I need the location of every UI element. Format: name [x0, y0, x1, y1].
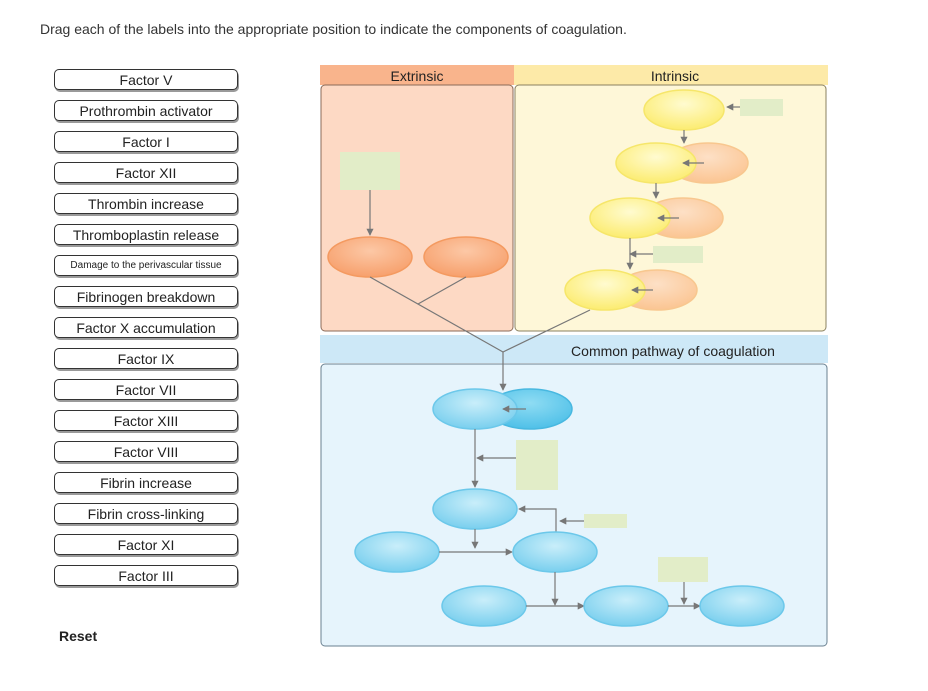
label-factor-xi[interactable]: Factor XI	[54, 534, 238, 555]
common-node	[441, 585, 527, 627]
common-node	[583, 585, 669, 627]
label-fibrin-cross-linking[interactable]: Fibrin cross-linking	[54, 503, 238, 524]
label-factor-ix[interactable]: Factor IX	[54, 348, 238, 369]
common-node	[432, 488, 518, 530]
label-factor-xii[interactable]: Factor XII	[54, 162, 238, 183]
common-node	[699, 585, 785, 627]
label-factor-iii[interactable]: Factor III	[54, 565, 238, 586]
drop-zone[interactable]	[740, 99, 783, 116]
extrinsic-title: Extrinsic	[391, 68, 444, 84]
intrinsic-title: Intrinsic	[651, 68, 699, 84]
label-fibrin-increase[interactable]: Fibrin increase	[54, 472, 238, 493]
instructions-text: Drag each of the labels into the appropr…	[40, 21, 627, 37]
drop-zone[interactable]	[584, 514, 627, 528]
extrinsic-node	[423, 236, 509, 278]
label-factor-viii[interactable]: Factor VIII	[54, 441, 238, 462]
common-node	[354, 531, 440, 573]
common-node	[512, 531, 598, 573]
common-title: Common pathway of coagulation	[571, 343, 775, 359]
extrinsic-header	[320, 65, 514, 85]
label-factor-v[interactable]: Factor V	[54, 69, 238, 90]
drop-zone[interactable]	[653, 246, 703, 263]
drop-zone[interactable]	[340, 152, 400, 190]
drop-zone[interactable]	[516, 440, 558, 490]
label-damage-to-the-perivascular-tissue[interactable]: Damage to the perivascular tissue	[54, 255, 238, 276]
label-thromboplastin-release[interactable]: Thromboplastin release	[54, 224, 238, 245]
common-header	[320, 335, 828, 363]
intrinsic-header	[514, 65, 828, 85]
reset-button[interactable]: Reset	[59, 628, 98, 644]
label-thrombin-increase[interactable]: Thrombin increase	[54, 193, 238, 214]
label-prothrombin-activator[interactable]: Prothrombin activator	[54, 100, 238, 121]
extrinsic-panel	[320, 84, 514, 332]
label-factor-xiii[interactable]: Factor XIII	[54, 410, 238, 431]
drop-zone[interactable]	[658, 557, 708, 582]
intrinsic-node	[643, 89, 725, 131]
label-factor-i[interactable]: Factor I	[54, 131, 238, 152]
label-factor-vii[interactable]: Factor VII	[54, 379, 238, 400]
extrinsic-node	[327, 236, 413, 278]
label-factor-x-accumulation[interactable]: Factor X accumulation	[54, 317, 238, 338]
label-fibrinogen-breakdown[interactable]: Fibrinogen breakdown	[54, 286, 238, 307]
